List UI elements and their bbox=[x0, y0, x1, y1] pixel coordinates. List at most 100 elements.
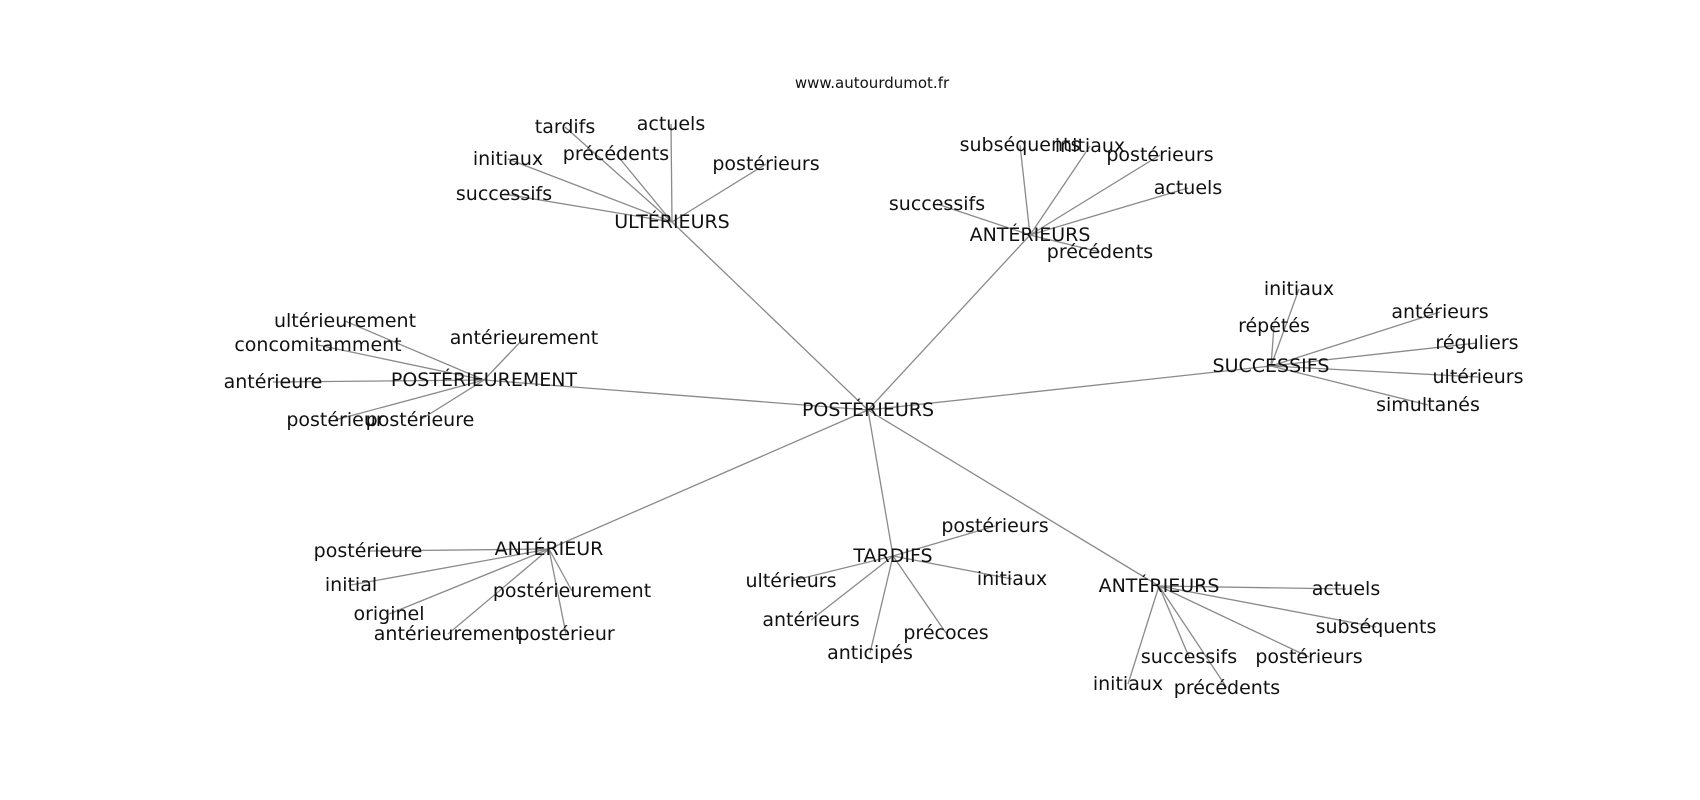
edge-anterieurs-top-leaf-5 bbox=[1029, 234, 1101, 253]
edge-root-to-anterieur bbox=[548, 409, 869, 550]
leaf-node-anterieur-3[interactable]: originel bbox=[353, 603, 424, 625]
leaf-node-successifs-4[interactable]: ultérieurs bbox=[1433, 366, 1524, 388]
leaf-node-anterieurs-top-0[interactable]: subséquents bbox=[960, 134, 1081, 156]
edge-ulterieurs-leaf-2 bbox=[507, 158, 673, 223]
leaf-node-anterieurs-top-2[interactable]: postérieurs bbox=[1106, 144, 1213, 166]
hub-node-anterieur[interactable]: ANTÉRIEUR bbox=[495, 537, 604, 560]
leaf-node-anterieur-0[interactable]: postérieure bbox=[314, 540, 423, 562]
edge-ulterieurs-leaf-4 bbox=[671, 163, 767, 223]
leaf-node-successifs-1[interactable]: antérieurs bbox=[1391, 301, 1488, 323]
edge-successifs-leaf-4 bbox=[1270, 365, 1479, 378]
edge-ulterieurs-leaf-1 bbox=[670, 123, 673, 223]
leaf-node-anterieurs-bottom-4[interactable]: initiaux bbox=[1093, 673, 1163, 695]
edge-tardifs-leaf-5 bbox=[869, 555, 894, 654]
edge-successifs-leaf-5 bbox=[1270, 365, 1429, 406]
leaf-node-anterieurs-top-1[interactable]: initiaux bbox=[1055, 135, 1125, 157]
edge-posterieurement-leaf-4 bbox=[334, 379, 485, 421]
edge-root-to-posterieurement bbox=[483, 379, 869, 411]
edge-anterieurs-top-leaf-3 bbox=[1029, 187, 1189, 236]
root-node-label[interactable]: POSTÉRIEURS bbox=[802, 398, 934, 421]
edge-anterieurs-top-leaf-2 bbox=[1029, 154, 1161, 236]
edge-anterieurs-bottom-leaf-1 bbox=[1158, 585, 1377, 628]
leaf-node-tardifs-3[interactable]: antérieurs bbox=[762, 609, 859, 631]
leaf-node-posterieurement-3[interactable]: antérieure bbox=[224, 371, 323, 393]
leaf-node-anterieur-2[interactable]: postérieurement bbox=[493, 580, 651, 602]
graph-labels: POSTÉRIEURS ULTÉRIEURS tardifs actuels initi… bbox=[224, 113, 1524, 699]
leaf-node-anterieurs-bottom-1[interactable]: subséquents bbox=[1316, 616, 1437, 638]
edge-anterieur-leaf-4 bbox=[447, 548, 550, 635]
leaf-node-posterieurement-0[interactable]: ultérieurement bbox=[274, 310, 416, 332]
edge-posterieurement-leaf-0 bbox=[344, 320, 485, 381]
edge-ulterieurs-leaf-3 bbox=[615, 153, 673, 223]
edge-anterieur-leaf-0 bbox=[367, 548, 550, 552]
leaf-node-tardifs-4[interactable]: précoces bbox=[903, 622, 988, 644]
edge-root-to-anterieurs-top bbox=[867, 234, 1031, 411]
leaf-node-tardifs-1[interactable]: ultérieurs bbox=[746, 570, 837, 592]
leaf-node-anterieurs-top-5[interactable]: précédents bbox=[1047, 241, 1153, 263]
leaf-node-ulterieurs-4[interactable]: postérieurs bbox=[712, 153, 819, 175]
edge-anterieurs-bottom-leaf-5 bbox=[1158, 585, 1228, 689]
edge-root-to-successifs bbox=[867, 365, 1272, 411]
edge-anterieur-leaf-3 bbox=[388, 548, 550, 615]
edge-anterieurs-top-leaf-1 bbox=[1029, 145, 1091, 236]
edge-anterieurs-top-leaf-4 bbox=[936, 203, 1031, 236]
edge-tardifs-leaf-1 bbox=[790, 555, 894, 582]
graph-edges bbox=[272, 123, 1479, 689]
edge-posterieurement-leaf-1 bbox=[317, 344, 485, 381]
hub-node-successifs[interactable]: SUCCESSIFS bbox=[1213, 355, 1330, 377]
edge-root-to-tardifs bbox=[867, 409, 894, 557]
edge-anterieurs-top-leaf-0 bbox=[1019, 144, 1031, 236]
leaf-node-successifs-3[interactable]: réguliers bbox=[1435, 332, 1518, 354]
leaf-node-posterieurement-1[interactable]: concomitamment bbox=[234, 334, 401, 356]
leaf-node-anterieurs-bottom-3[interactable]: postérieurs bbox=[1255, 646, 1362, 668]
edge-anterieurs-bottom-leaf-4 bbox=[1127, 585, 1160, 685]
edge-ulterieurs-leaf-0 bbox=[564, 126, 673, 223]
leaf-node-successifs-2[interactable]: répétés bbox=[1238, 315, 1310, 337]
leaf-node-anterieur-4[interactable]: antérieurement bbox=[374, 623, 522, 645]
leaf-node-anterieurs-bottom-2[interactable]: successifs bbox=[1141, 646, 1237, 668]
edge-anterieur-leaf-5 bbox=[548, 548, 567, 635]
leaf-node-ulterieurs-5[interactable]: successifs bbox=[456, 183, 552, 205]
edge-successifs-leaf-3 bbox=[1270, 342, 1478, 367]
edge-posterieurement-leaf-3 bbox=[272, 379, 485, 383]
edge-tardifs-leaf-2 bbox=[892, 555, 1013, 580]
hub-node-anterieurs-top[interactable]: ANTÉRIEURS bbox=[970, 223, 1091, 246]
leaf-node-ulterieurs-1[interactable]: actuels bbox=[637, 113, 705, 135]
edge-tardifs-leaf-0 bbox=[892, 525, 996, 557]
hub-node-posterieurement[interactable]: POSTÉRIEUREMENT bbox=[391, 368, 578, 391]
leaf-node-anterieurs-bottom-5[interactable]: précédents bbox=[1174, 677, 1280, 699]
leaf-node-ulterieurs-2[interactable]: initiaux bbox=[473, 148, 543, 170]
leaf-node-posterieurement-2[interactable]: antérieurement bbox=[450, 327, 598, 349]
leaf-node-posterieurement-4[interactable]: postérieur bbox=[286, 409, 384, 431]
leaf-node-tardifs-5[interactable]: anticipés bbox=[827, 642, 913, 664]
hub-node-ulterieurs[interactable]: ULTÉRIEURS bbox=[614, 210, 729, 233]
edge-tardifs-leaf-3 bbox=[810, 555, 894, 621]
edge-posterieurement-leaf-2 bbox=[483, 337, 525, 381]
leaf-node-tardifs-0[interactable]: postérieurs bbox=[941, 515, 1048, 537]
leaf-node-ulterieurs-0[interactable]: tardifs bbox=[535, 116, 596, 138]
leaf-node-anterieurs-top-3[interactable]: actuels bbox=[1154, 177, 1222, 199]
leaf-node-ulterieurs-3[interactable]: précédents bbox=[563, 143, 669, 165]
edge-successifs-leaf-0 bbox=[1270, 288, 1300, 367]
edge-successifs-leaf-1 bbox=[1270, 311, 1441, 367]
leaf-node-anterieur-1[interactable]: initial bbox=[325, 574, 377, 596]
edge-anterieurs-bottom-leaf-2 bbox=[1158, 585, 1190, 658]
leaf-node-anterieur-5[interactable]: postérieur bbox=[517, 623, 615, 645]
leaf-node-tardifs-2[interactable]: initiaux bbox=[977, 568, 1047, 590]
hub-node-tardifs[interactable]: TARDIFS bbox=[852, 545, 932, 567]
site-watermark[interactable]: www.autourdumot.fr bbox=[795, 74, 950, 92]
edge-tardifs-leaf-4 bbox=[892, 555, 947, 634]
edge-posterieurement-leaf-5 bbox=[419, 379, 485, 421]
leaf-node-anterieurs-bottom-0[interactable]: actuels bbox=[1312, 578, 1380, 600]
leaf-node-posterieurement-5[interactable]: postérieure bbox=[366, 409, 475, 431]
leaf-node-successifs-5[interactable]: simultanés bbox=[1376, 394, 1480, 416]
leaf-node-anterieurs-top-4[interactable]: successifs bbox=[889, 193, 985, 215]
leaf-node-successifs-0[interactable]: initiaux bbox=[1264, 278, 1334, 300]
edge-anterieur-leaf-1 bbox=[350, 548, 550, 586]
edge-ulterieurs-leaf-5 bbox=[503, 193, 673, 223]
edge-root-to-ulterieurs bbox=[671, 221, 869, 411]
edge-anterieurs-bottom-leaf-3 bbox=[1158, 585, 1310, 658]
hub-node-anterieurs-bottom[interactable]: ANTÉRIEURS bbox=[1099, 574, 1220, 597]
edge-root-to-anterieurs-bottom bbox=[867, 409, 1160, 587]
